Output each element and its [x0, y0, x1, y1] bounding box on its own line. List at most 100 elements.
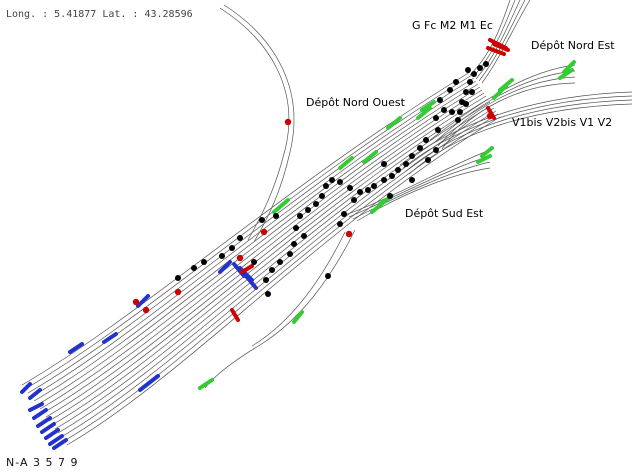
switch-node	[463, 101, 469, 107]
track-line	[475, 0, 521, 80]
blue-track-segment	[232, 262, 246, 278]
blue-track-segment	[36, 416, 52, 428]
switch-node	[453, 79, 459, 85]
switch-node	[351, 197, 357, 203]
switch-node	[483, 61, 489, 67]
switch-node	[409, 177, 415, 183]
switch-node	[403, 161, 409, 167]
switch-node	[477, 65, 483, 71]
blue-track-segment	[52, 438, 68, 450]
switch-node	[469, 89, 475, 95]
signal-node	[142, 306, 150, 314]
signal-node	[486, 112, 494, 120]
track-line	[223, 4, 295, 243]
signal-node	[236, 254, 244, 262]
track-line	[57, 107, 495, 434]
blue-track-segments[interactable]	[20, 260, 258, 450]
green-track-segment	[558, 68, 574, 80]
signal-node	[284, 118, 292, 126]
green-track-segment	[386, 116, 402, 130]
switch-node	[287, 251, 293, 257]
track-line	[402, 95, 633, 169]
switch-node	[297, 213, 303, 219]
track-lines	[21, 0, 633, 446]
green-track-segment	[292, 310, 304, 324]
track-line	[33, 83, 479, 402]
label-gfc-group[interactable]: G Fc M2 M1 Ec	[412, 19, 493, 32]
label-depot-sud-est[interactable]: Dépôt Sud Est	[405, 207, 484, 220]
track-line	[481, 0, 531, 84]
switch-node	[251, 259, 257, 265]
switch-node	[263, 277, 269, 283]
track-line	[219, 7, 290, 241]
track-line	[21, 71, 471, 386]
switch-node	[441, 107, 447, 113]
green-track-segment	[198, 378, 214, 390]
label-depot-nord-est[interactable]: Dépôt Nord Est	[531, 39, 615, 52]
blue-track-segment	[136, 294, 150, 308]
switch-node	[219, 253, 225, 259]
signal-node	[174, 288, 182, 296]
track-line	[441, 82, 576, 150]
label-na-group[interactable]: N-A 3 5 7 9	[6, 456, 79, 469]
switch-node	[277, 259, 283, 265]
red-track-segments[interactable]	[230, 38, 510, 322]
switch-node	[387, 193, 393, 199]
switch-node	[341, 211, 347, 217]
blue-track-segment	[44, 428, 60, 440]
red-track-segment	[492, 42, 510, 52]
switch-node	[229, 245, 235, 251]
green-track-segments[interactable]	[198, 60, 576, 390]
switch-node	[191, 265, 197, 271]
switch-node	[319, 193, 325, 199]
switch-node	[237, 235, 243, 241]
switch-node	[259, 217, 265, 223]
track-line	[469, 0, 511, 76]
blue-track-segment	[28, 402, 44, 412]
switch-node	[457, 109, 463, 115]
blue-track-segment	[28, 388, 42, 400]
switch-node	[371, 183, 377, 189]
switch-node	[325, 273, 331, 279]
label-depot-nord-ouest[interactable]: Dépôt Nord Ouest	[306, 96, 405, 109]
green-track-segment	[416, 106, 432, 120]
label-v-group[interactable]: V1bis V2bis V1 V2	[512, 116, 613, 129]
track-line	[45, 95, 487, 418]
switch-node	[265, 291, 271, 297]
red-track-segment	[486, 46, 506, 56]
switch-node	[437, 97, 443, 103]
track-line	[408, 103, 633, 175]
switch-node	[449, 109, 455, 115]
switch-node	[323, 183, 329, 189]
switch-node	[471, 71, 477, 77]
switch-node	[291, 241, 297, 247]
green-track-segment	[476, 154, 492, 164]
red-track-segment	[240, 264, 254, 274]
switch-node	[395, 167, 401, 173]
blue-track-segment	[40, 422, 56, 434]
switch-node	[273, 213, 279, 219]
track-line	[51, 101, 491, 426]
blue-track-segment	[218, 260, 232, 274]
track-line	[27, 77, 475, 394]
switch-node	[175, 275, 181, 281]
switch-nodes[interactable]	[132, 61, 494, 314]
switch-node	[269, 267, 275, 273]
track-line	[478, 0, 526, 82]
switch-node	[305, 207, 311, 213]
track-line	[54, 104, 493, 430]
green-track-segment	[338, 156, 354, 170]
switch-node	[389, 173, 395, 179]
track-line	[204, 229, 356, 389]
green-track-segment	[362, 150, 378, 164]
switch-node	[433, 147, 439, 153]
blue-track-segment	[102, 332, 118, 344]
switch-node	[467, 79, 473, 85]
switch-node	[301, 233, 307, 239]
blue-track-segment	[20, 382, 32, 394]
switch-node	[447, 87, 453, 93]
green-track-segment	[272, 198, 290, 214]
switch-node	[357, 189, 363, 195]
track-line	[437, 76, 576, 147]
